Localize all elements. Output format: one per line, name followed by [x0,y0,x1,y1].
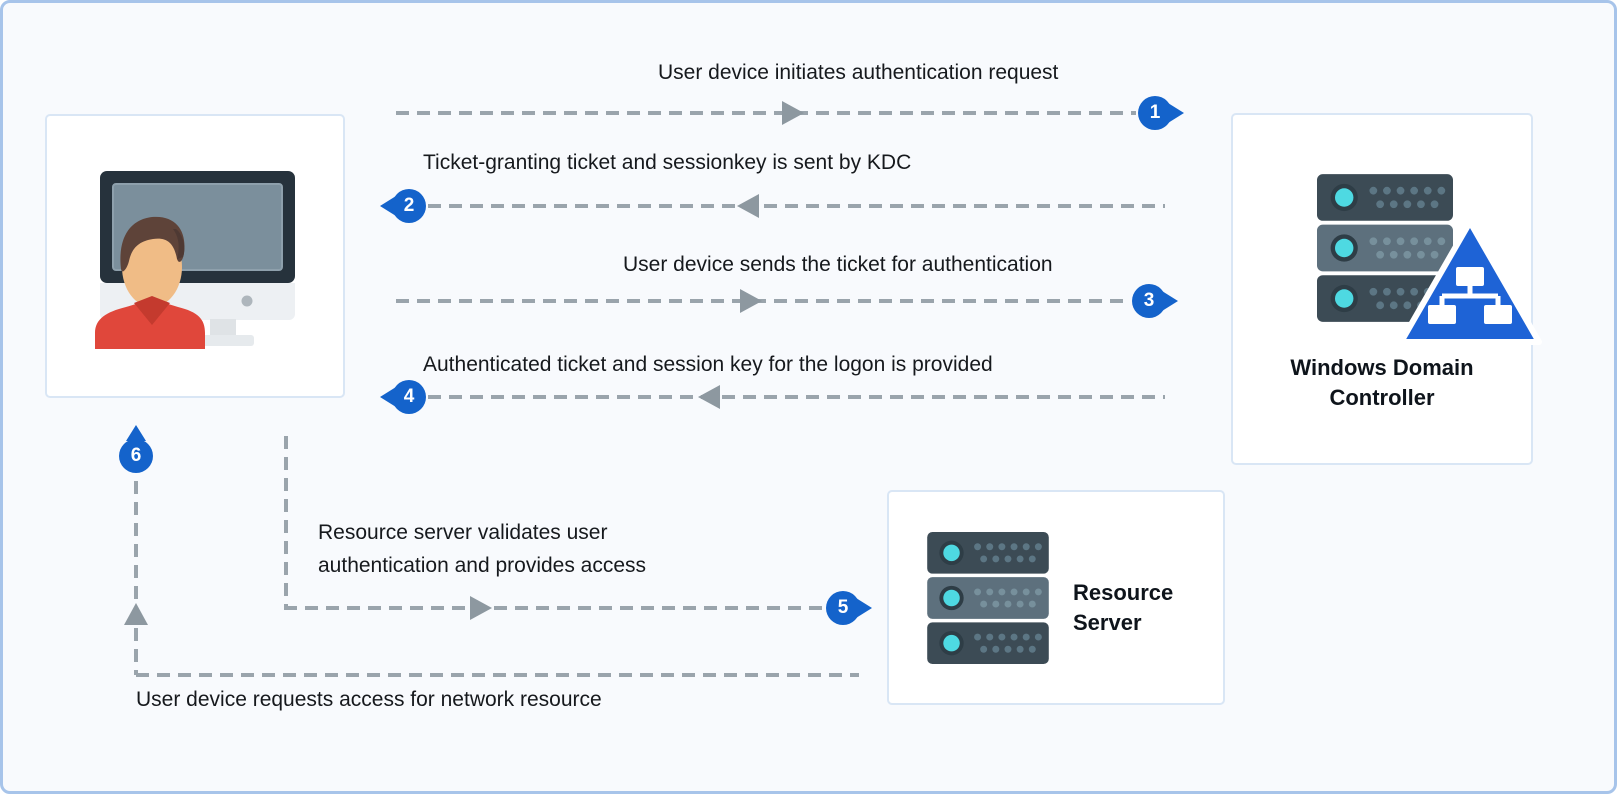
step-6-badge-tip-icon [126,425,146,441]
windows-domain-controller-label-line1: Windows Domain [1290,355,1474,380]
step-2-arrowhead-icon [737,194,759,218]
step-5-label-line2: authentication and provides access [318,554,647,577]
windows-domain-controller-label: Windows Domain Controller [1233,353,1531,413]
step-3-arrowhead-icon [740,289,762,313]
windows-domain-controller-label-line2: Controller [1329,385,1435,410]
resource-server-card: Resource Server [887,490,1225,705]
step-5-label: Resource server validates user authentic… [318,516,646,582]
step-2-badge: 2 [392,189,426,223]
step-5-badge: 5 [826,591,860,625]
user-device-card [45,114,345,398]
step-3-label: User device sends the ticket for authent… [623,253,1053,276]
step-1-arrowhead-icon [782,101,804,125]
step-5-line-vertical [284,436,288,608]
resource-server-label-line1: Resource [1073,580,1174,605]
step-5-badge-tip-icon [856,598,872,618]
step-5-line-horizontal [284,606,824,610]
step-4-badge: 4 [392,380,426,414]
step-5-arrowhead-icon [470,596,492,620]
windows-domain-controller-card: Windows Domain Controller [1231,113,1542,465]
step-4-line [428,395,1165,399]
step-1-badge: 1 [1138,96,1172,130]
step-6-label: User device requests access for network … [136,688,602,711]
step-1-label: User device initiates authentication req… [658,61,1059,84]
step-6-badge: 6 [119,439,153,473]
resource-server-label: Resource Server [1073,578,1173,638]
step-1-badge-tip-icon [1168,103,1184,123]
step-3-line [396,299,1130,303]
step-6-arrowhead-icon [124,603,148,625]
step-2-line [428,204,1165,208]
step-3-badge-tip-icon [1162,291,1178,311]
step-6-line-horizontal [136,673,859,677]
step-4-label: Authenticated ticket and session key for… [423,353,993,376]
step-5-label-line1: Resource server validates user [318,521,608,544]
person-at-computer-icon [95,171,295,349]
step-3-badge: 3 [1132,284,1166,318]
step-4-arrowhead-icon [698,385,720,409]
domain-triangle-icon [1398,219,1542,345]
resource-server-label-line2: Server [1073,610,1142,635]
step-6-line-vertical [134,481,138,675]
step-1-line [396,111,1136,115]
server-stack-icon [927,532,1049,664]
step-2-label: Ticket-granting ticket and sessionkey is… [423,151,912,174]
